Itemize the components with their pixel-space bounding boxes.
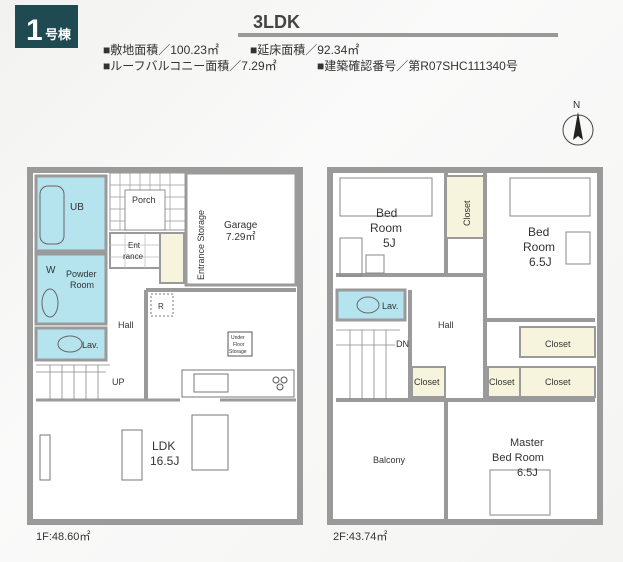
- room-porch: Porch: [132, 195, 156, 205]
- room-lav-1f: Lav.: [82, 340, 98, 350]
- room-balcony: Balcony: [373, 455, 406, 465]
- site-area: ■敷地面積／100.23㎡: [103, 42, 219, 57]
- floor-1-plan: [27, 167, 303, 525]
- floor-area: ■延床面積／92.34㎡: [250, 42, 359, 57]
- room-bed1-3: 5J: [383, 236, 396, 250]
- closet-e: Closet: [545, 377, 571, 387]
- room-master-1: Master: [510, 437, 544, 449]
- room-ldk-1: LDK: [152, 439, 175, 453]
- room-bed1-2: Room: [370, 221, 402, 235]
- floor-1-area: 1F:48.60㎡: [36, 530, 90, 543]
- building-permit-number: ■建築確認番号／第R07SHC111340号: [317, 58, 518, 73]
- north-arrow-icon: N: [562, 100, 594, 146]
- title-underline: [238, 33, 558, 37]
- room-powder-2: Room: [70, 280, 94, 290]
- room-bed2-3: 6.5J: [529, 255, 552, 269]
- under-floor-3: Storage: [229, 349, 247, 355]
- room-entrance-1: Ent: [128, 241, 141, 250]
- building-suffix: 号棟: [45, 27, 72, 42]
- floor-2-area: 2F:43.74㎡: [333, 530, 387, 543]
- room-hall-2f: Hall: [438, 320, 454, 330]
- roof-balcony-area: ■ルーフバルコニー面積／7.29㎡: [103, 58, 277, 73]
- room-hall-1f: Hall: [118, 320, 134, 330]
- garage-area: 7.29㎡: [226, 231, 255, 243]
- room-garage: Garage: [224, 220, 258, 231]
- under-floor-2: Floor: [233, 342, 245, 348]
- under-floor-1: Under: [231, 335, 245, 341]
- room-bed1-1: Bed: [376, 206, 397, 220]
- floor-2-plan: [327, 167, 603, 525]
- building-badge: [15, 5, 78, 48]
- floor-2-labels: Bed Room 5J Closet Bed Room 6.5J Lav. Ha…: [333, 200, 571, 543]
- building-number: 1: [26, 14, 43, 47]
- room-bed2-1: Bed: [528, 225, 549, 239]
- room-master-2: Bed Room: [492, 452, 544, 464]
- room-lav-2f: Lav.: [382, 301, 398, 311]
- north-label: N: [573, 100, 580, 111]
- room-entrance-2: rance: [123, 252, 144, 261]
- washer-label: W: [46, 265, 56, 276]
- room-ub: UB: [70, 202, 84, 213]
- room-bed2-2: Room: [523, 240, 555, 254]
- layout-type: 3LDK: [253, 12, 300, 32]
- closet-b: Closet: [414, 377, 440, 387]
- room-entrance-storage: Entrance Storage: [196, 210, 206, 280]
- r-label: R: [158, 302, 164, 311]
- stairs-down: DN: [396, 339, 409, 349]
- stairs-up: UP: [112, 377, 125, 387]
- closet-c: Closet: [489, 377, 515, 387]
- closet-a: Closet: [462, 200, 472, 226]
- room-powder-1: Powder: [66, 269, 97, 279]
- room-master-3: 6.5J: [517, 467, 538, 479]
- floor-1-labels: UB Porch Garage 7.29㎡ Entrance Storage E…: [36, 195, 258, 543]
- room-ldk-2: 16.5J: [150, 454, 179, 468]
- closet-d: Closet: [545, 339, 571, 349]
